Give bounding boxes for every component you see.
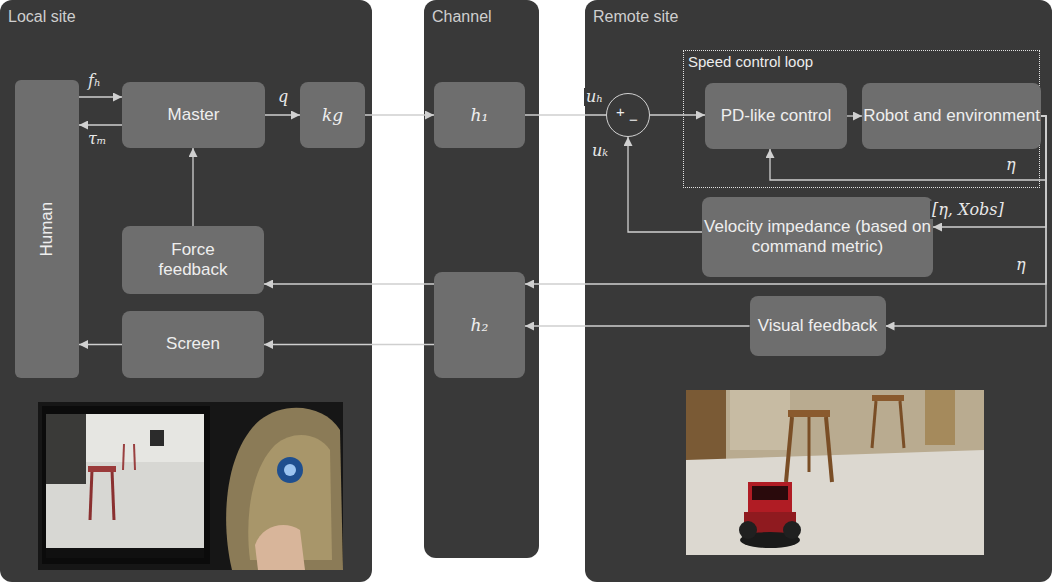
process-box: PD-like control <box>705 83 847 149</box>
group-title: Speed control loop <box>688 53 813 70</box>
signal-arrow <box>264 344 434 345</box>
illustration-part <box>786 417 792 482</box>
signal-arrow <box>79 124 122 125</box>
signal-label: uₕ <box>584 88 605 106</box>
illustration-part <box>134 444 135 470</box>
illustration-part <box>783 521 801 539</box>
illustration-part <box>808 417 811 472</box>
process-box: Velocity impedance (based on command met… <box>702 197 933 277</box>
illustration-part <box>150 430 164 446</box>
node-label: Force feedback <box>148 240 238 281</box>
node-label: h₁ <box>471 105 489 125</box>
signal-label: uₖ <box>590 142 610 160</box>
node-label: Master <box>168 105 220 125</box>
signal-arrow <box>650 114 705 115</box>
loop-group: Speed control loopPD-like control Robot a… <box>683 50 1040 188</box>
node-label: PD-like control <box>721 106 832 126</box>
remote-photo <box>686 390 984 555</box>
illustration-part <box>112 470 114 520</box>
illustration-part <box>90 470 92 520</box>
illustration-part <box>86 414 204 462</box>
delay-box: h₂ <box>434 272 525 378</box>
illustration-part <box>46 414 86 484</box>
process-box: Visual feedback <box>750 296 886 356</box>
illustration-part <box>730 390 790 450</box>
group-title: Remote site <box>593 8 678 26</box>
illustration-part <box>925 390 955 445</box>
node-label: Velocity impedance (based on command met… <box>702 217 933 258</box>
illustration-part <box>686 390 984 555</box>
signal-arrow <box>265 114 300 115</box>
signal-label: η <box>1004 156 1018 174</box>
signal-arrow <box>847 115 862 116</box>
signal-label: τₘ <box>86 130 109 148</box>
node-label: − <box>629 112 638 127</box>
illustration-part <box>123 444 124 470</box>
gain-box: kg <box>300 82 365 148</box>
summing-junction: +− <box>606 93 650 137</box>
group-title: Local site <box>8 8 76 26</box>
signal-arrow <box>525 114 606 115</box>
process-box: Robot and environment <box>862 83 1041 149</box>
signal-label: q <box>276 88 290 106</box>
illustration-part <box>686 390 984 460</box>
illustration-part <box>686 450 984 555</box>
illustration-part <box>38 402 343 570</box>
process-box: Master <box>122 82 265 148</box>
illustration-part <box>752 486 788 500</box>
illustration-part <box>42 406 210 564</box>
illustration-part <box>872 395 904 401</box>
signal-label: η <box>1014 256 1028 274</box>
illustration-part <box>46 414 204 548</box>
node-label: h₂ <box>471 315 489 335</box>
illustration-part <box>255 525 305 570</box>
illustration-part <box>872 401 876 448</box>
group-title: Channel <box>432 8 492 26</box>
channel-panel: Channel h₁ h₂ <box>424 0 539 558</box>
illustration-part <box>46 548 204 558</box>
node-label: + <box>616 104 625 119</box>
process-box: Screen <box>122 311 264 378</box>
delay-box: h₁ <box>434 82 525 148</box>
signal-arrow <box>525 325 750 326</box>
signal-arrow <box>79 96 122 97</box>
signal-label: fₕ <box>86 72 103 90</box>
illustration-part <box>788 410 830 417</box>
node-label: Robot and environment <box>863 106 1040 126</box>
signal-arrow <box>365 114 434 115</box>
signal-arrow <box>192 148 193 226</box>
node-label: Human <box>37 202 57 257</box>
illustration-part <box>284 464 296 476</box>
local-photo <box>38 402 343 570</box>
illustration-part <box>739 521 757 539</box>
signal-label: [η, Xobs] <box>930 201 1006 219</box>
illustration-part <box>88 466 116 472</box>
signal-arrow <box>264 283 434 284</box>
signal-arrow <box>79 344 122 345</box>
illustration-part <box>748 482 792 516</box>
illustration-part <box>826 417 832 482</box>
process-box: Force feedback <box>122 226 264 294</box>
node-label: kg <box>322 105 343 125</box>
illustration-part <box>277 457 303 483</box>
node-label: Screen <box>166 334 220 354</box>
process-box: Human <box>15 80 79 378</box>
node-label: Visual feedback <box>758 316 878 336</box>
illustration-part <box>226 408 343 570</box>
illustration-part <box>900 401 904 448</box>
